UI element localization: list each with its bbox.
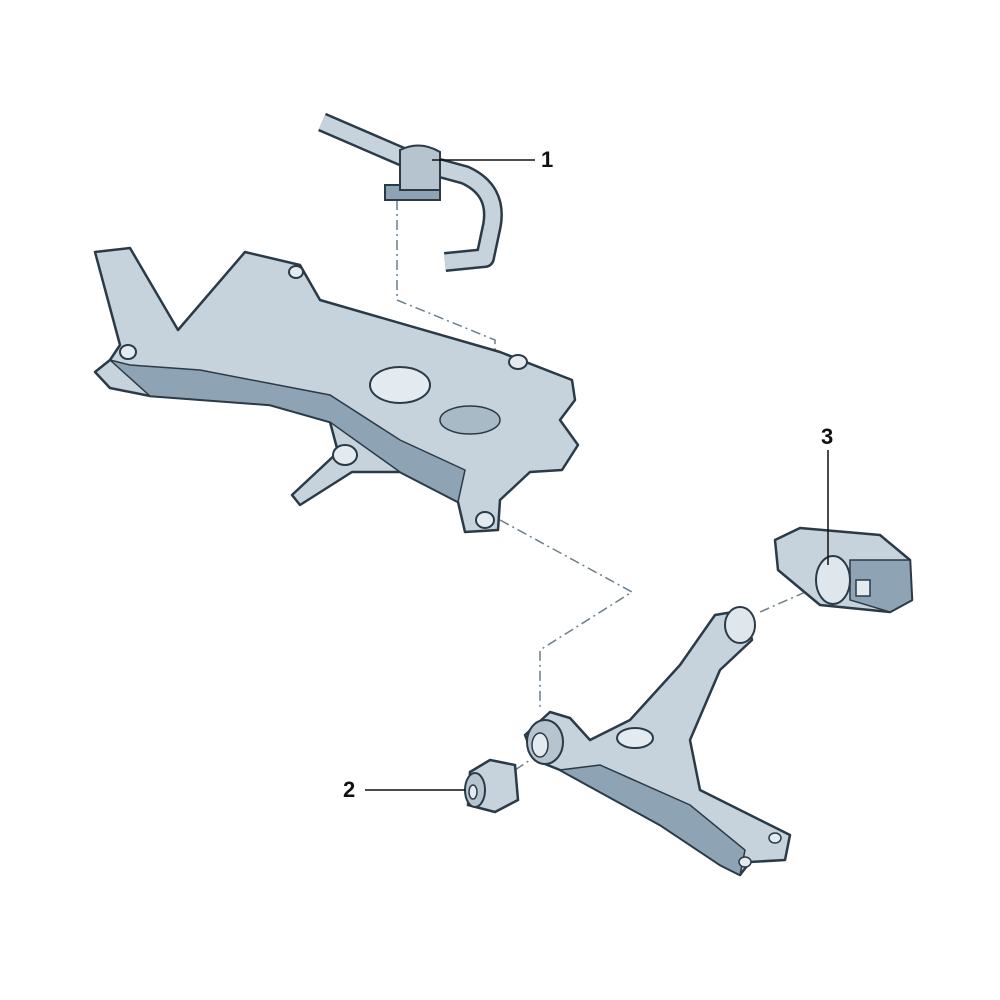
bushing3-assembly-line [759, 589, 811, 613]
stabilizer-bar [318, 112, 503, 272]
subframe [93, 246, 580, 534]
front-bushing [464, 758, 520, 814]
arm-assembly-line [499, 519, 634, 710]
bushing2-assembly-line [514, 759, 531, 771]
rear-bushing [773, 526, 914, 614]
assembly-lines [396, 200, 811, 771]
stabilizer-assembly-line [396, 200, 496, 470]
leader-lines [365, 159, 829, 791]
callout-1: 1 [541, 147, 554, 172]
callout-3: 3 [821, 424, 834, 449]
callout-2: 2 [343, 777, 356, 802]
control-arm [523, 606, 792, 877]
